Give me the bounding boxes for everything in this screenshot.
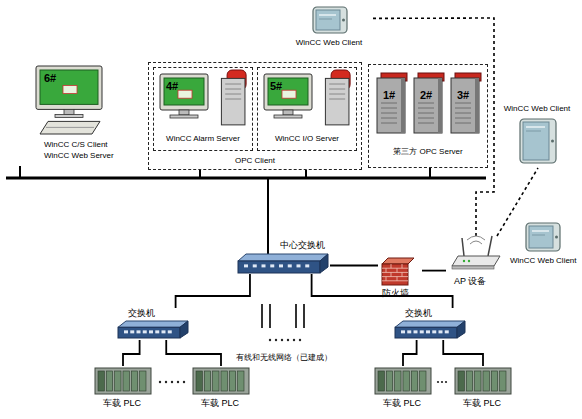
opc-server-group: 1# 2# 3# 第三方 OPC Server	[368, 64, 488, 168]
device-label: AP 设备	[454, 276, 486, 286]
plc-icon	[375, 366, 431, 394]
device-label: WinCC Web Client	[504, 104, 571, 113]
device-label: WinCC C/S Client	[44, 140, 108, 149]
bus-trunk	[267, 178, 269, 254]
network-bus	[6, 177, 486, 180]
device-label: 车载 PLC	[463, 398, 501, 408]
device-label: WinCC Web Client	[296, 38, 363, 47]
plc-icon	[193, 366, 249, 394]
mon-icon	[158, 74, 210, 124]
bus-drop	[19, 166, 21, 178]
switch: 交换机	[395, 308, 467, 340]
device-number: 1#	[383, 89, 395, 102]
access-point: AP 设备	[446, 236, 506, 292]
device-label: WinCC Alarm Server	[166, 134, 240, 143]
firewall: 防火墙	[378, 258, 422, 300]
device-label: OPC Client	[235, 156, 275, 165]
sw-icon	[238, 254, 328, 274]
web-client: WinCC Web Client	[498, 104, 578, 168]
sw-icon	[118, 321, 188, 339]
device-label: 第三方 OPC Server	[393, 147, 462, 156]
network-cable	[166, 340, 221, 366]
tablet-icon	[525, 222, 561, 252]
client-server-pc: 6# WinCC C/S ClientWinCC Web Server	[14, 64, 124, 166]
network-cable	[443, 340, 483, 366]
bus-drop	[199, 170, 201, 178]
ap-icon	[450, 236, 502, 270]
device-label: 车载 PLC	[383, 398, 421, 408]
device-label: 交换机	[128, 308, 155, 318]
network-note: 有线和无线网络（已建成）	[236, 353, 332, 362]
bus-drop	[305, 170, 307, 178]
device-label: 防火墙	[382, 288, 409, 298]
srv-icon	[377, 73, 407, 133]
tablet-icon	[312, 6, 348, 34]
device-number: 4#	[166, 80, 178, 93]
core-switch: 中心交换机	[238, 240, 330, 274]
bus-drop	[429, 168, 431, 178]
plc: 车载 PLC	[372, 366, 434, 412]
plc: 车载 PLC	[452, 366, 514, 412]
device-number: 2#	[420, 89, 432, 102]
plc-icon	[455, 366, 511, 394]
plc: 车载 PLC	[92, 366, 154, 412]
network-cable	[123, 340, 140, 366]
network-cable	[403, 340, 417, 366]
wireless-link	[372, 18, 494, 236]
device-label: 交换机	[405, 308, 432, 318]
network-cable	[422, 270, 446, 272]
plc-icon	[95, 366, 151, 394]
web-client: WinCC Web Client	[288, 4, 372, 52]
device-label: WinCC I/O Server	[275, 134, 339, 143]
srv-icon	[414, 73, 444, 133]
io-server: 5# WinCC I/O Server	[257, 67, 357, 151]
device-number: 3#	[457, 89, 469, 102]
device-label: WinCC Web Server	[44, 151, 114, 160]
device-label: 中心交换机	[280, 240, 325, 250]
srv-icon	[451, 73, 481, 133]
device-label: WinCC Web Client	[510, 256, 577, 265]
sw-icon	[395, 321, 465, 339]
network-cable	[176, 274, 250, 308]
plc: 车载 PLC	[190, 366, 252, 412]
tower-icon	[314, 70, 352, 126]
network-cable	[330, 265, 378, 267]
device-number: 5#	[270, 80, 282, 93]
device-label: 车载 PLC	[103, 398, 141, 408]
web-client: WinCC Web Client	[508, 222, 581, 270]
tablet-icon	[519, 118, 557, 164]
mon-icon	[262, 74, 314, 124]
alarm-server: 4# WinCC Alarm Server	[153, 67, 253, 151]
network-bars	[262, 304, 304, 328]
switch: 交换机	[118, 308, 190, 340]
opc-client-group: OPC Client 4# WinCC Alarm Server 5# WinCC I/…	[148, 62, 362, 170]
device-number: 6#	[44, 72, 56, 85]
device-label: 车载 PLC	[201, 398, 239, 408]
tower-icon	[210, 70, 248, 126]
fw-icon	[382, 258, 414, 286]
